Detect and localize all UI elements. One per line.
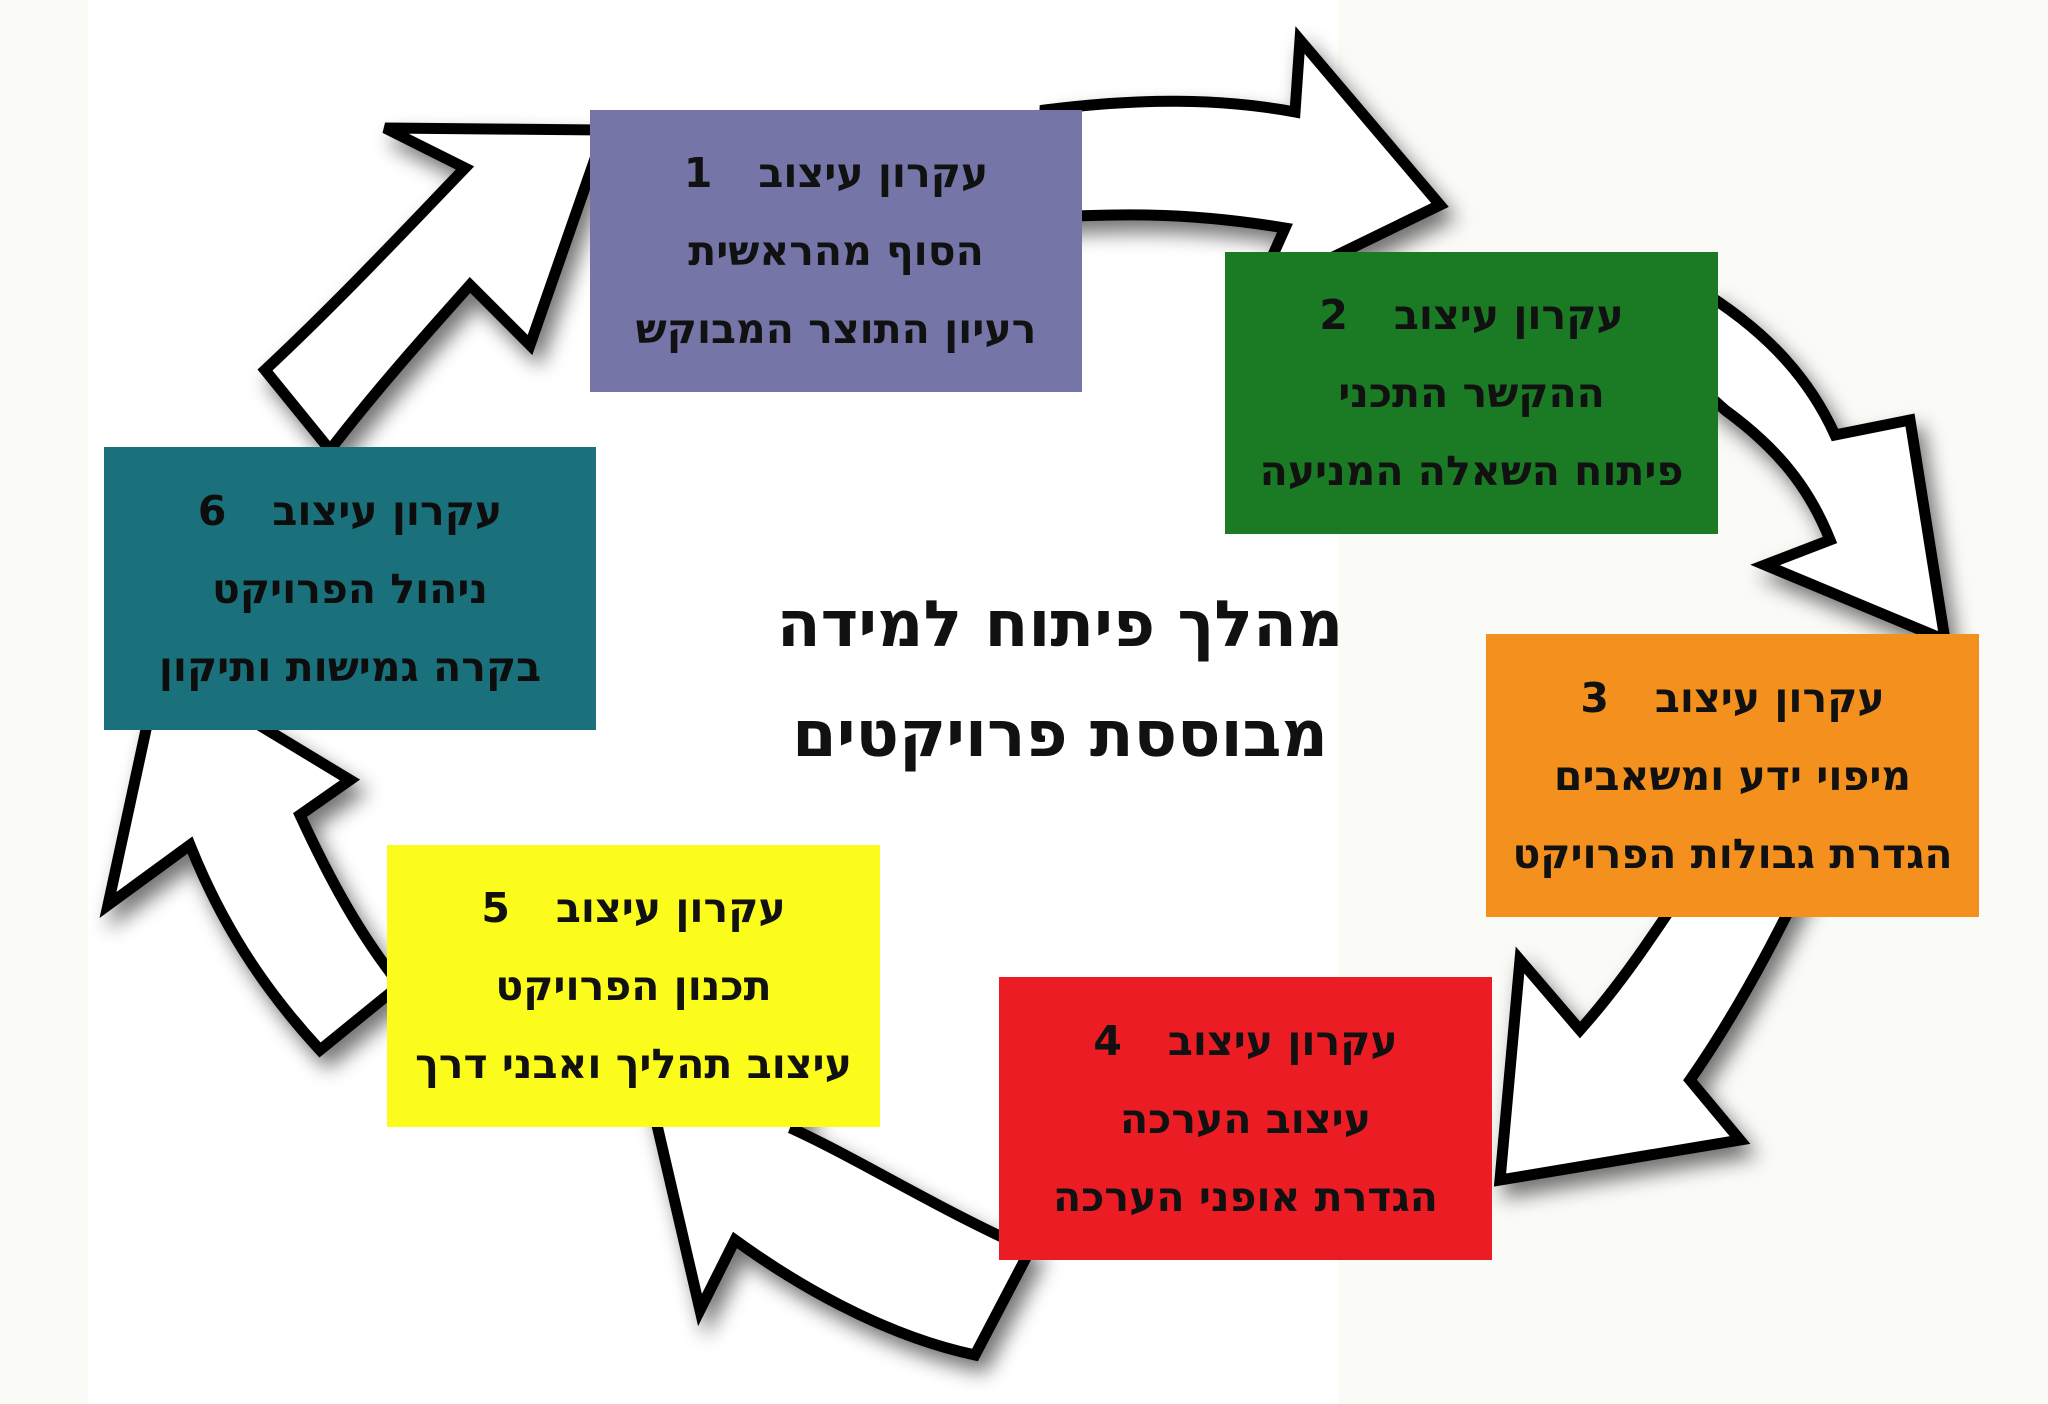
- arrow-3-to-4: [1493, 874, 1809, 1187]
- step-description: עיצוב תהליך ואבני דרך: [415, 1040, 852, 1088]
- step-number: 6: [197, 486, 227, 535]
- step-header: עקרון עיצוב 1: [684, 134, 988, 212]
- step-header: עקרון עיצוב 6: [198, 472, 502, 550]
- step-label: עקרון עיצוב: [758, 149, 989, 197]
- arrow-6-to-1: [257, 122, 613, 459]
- step-principle: ניהול הפרויקט: [212, 564, 488, 613]
- step-number: 4: [1093, 1016, 1122, 1065]
- arrow-4-to-5: [643, 1084, 1038, 1362]
- step-number: 1: [683, 149, 713, 197]
- step-box-2: עקרון עיצוב 2 ההקשר התכני פיתוח השאלה המנ…: [1225, 252, 1718, 534]
- step-header: עקרון עיצוב 3: [1580, 659, 1884, 737]
- arrow-2-to-3: [1652, 287, 1952, 649]
- step-header: עקרון עיצוב 4: [1093, 1002, 1397, 1080]
- step-label: עקרון עיצוב: [1654, 673, 1885, 722]
- step-header: עקרון עיצוב 2: [1319, 276, 1623, 354]
- step-box-1: עקרון עיצוב 1 הסוף מהראשית רעיון התוצר המ…: [590, 110, 1082, 392]
- step-description: הגדרת גבולות הפרויקט: [1512, 829, 1953, 878]
- step-number: 3: [1580, 673, 1609, 722]
- step-principle: ההקשר התכני: [1338, 369, 1605, 417]
- step-principle: תכנון הפרויקט: [495, 962, 772, 1010]
- step-label: עקרון עיצוב: [1393, 291, 1624, 339]
- step-box-6: עקרון עיצוב 6 ניהול הפרויקט בקרה גמישות ו…: [104, 447, 596, 730]
- step-number: 2: [1319, 291, 1348, 339]
- step-label: עקרון עיצוב: [555, 884, 786, 932]
- diagram-title: מהלך פיתוח למידה מבוססת פרויקטים: [700, 570, 1420, 790]
- step-description: בקרה גמישות ותיקון: [158, 642, 542, 691]
- step-label: עקרון עיצוב: [272, 486, 503, 535]
- step-description: פיתוח השאלה המניעה: [1259, 447, 1684, 495]
- title-line-1: מהלך פיתוח למידה: [776, 588, 1344, 662]
- title-line-2: מבוססת פרויקטים: [792, 698, 1328, 772]
- arrow-1-to-2: [1034, 26, 1449, 307]
- step-box-3: עקרון עיצוב 3 מיפוי ידע ומשאבים הגדרת גבו…: [1486, 634, 1979, 917]
- step-number: 5: [481, 884, 510, 932]
- step-box-5: עקרון עיצוב 5 תכנון הפרויקט עיצוב תהליך ו…: [387, 845, 880, 1127]
- step-principle: עיצוב הערכה: [1119, 1094, 1372, 1143]
- step-box-4: עקרון עיצוב 4 עיצוב הערכה הגדרת אופני הער…: [999, 977, 1492, 1260]
- step-label: עקרון עיצוב: [1167, 1016, 1398, 1065]
- arrow-5-to-6: [99, 656, 408, 1058]
- step-principle: הסוף מהראשית: [688, 227, 984, 275]
- step-header: עקרון עיצוב 5: [481, 869, 785, 947]
- step-principle: מיפוי ידע ומשאבים: [1553, 751, 1912, 800]
- step-description: רעיון התוצר המבוקש: [635, 305, 1037, 353]
- step-description: הגדרת אופני הערכה: [1053, 1172, 1438, 1221]
